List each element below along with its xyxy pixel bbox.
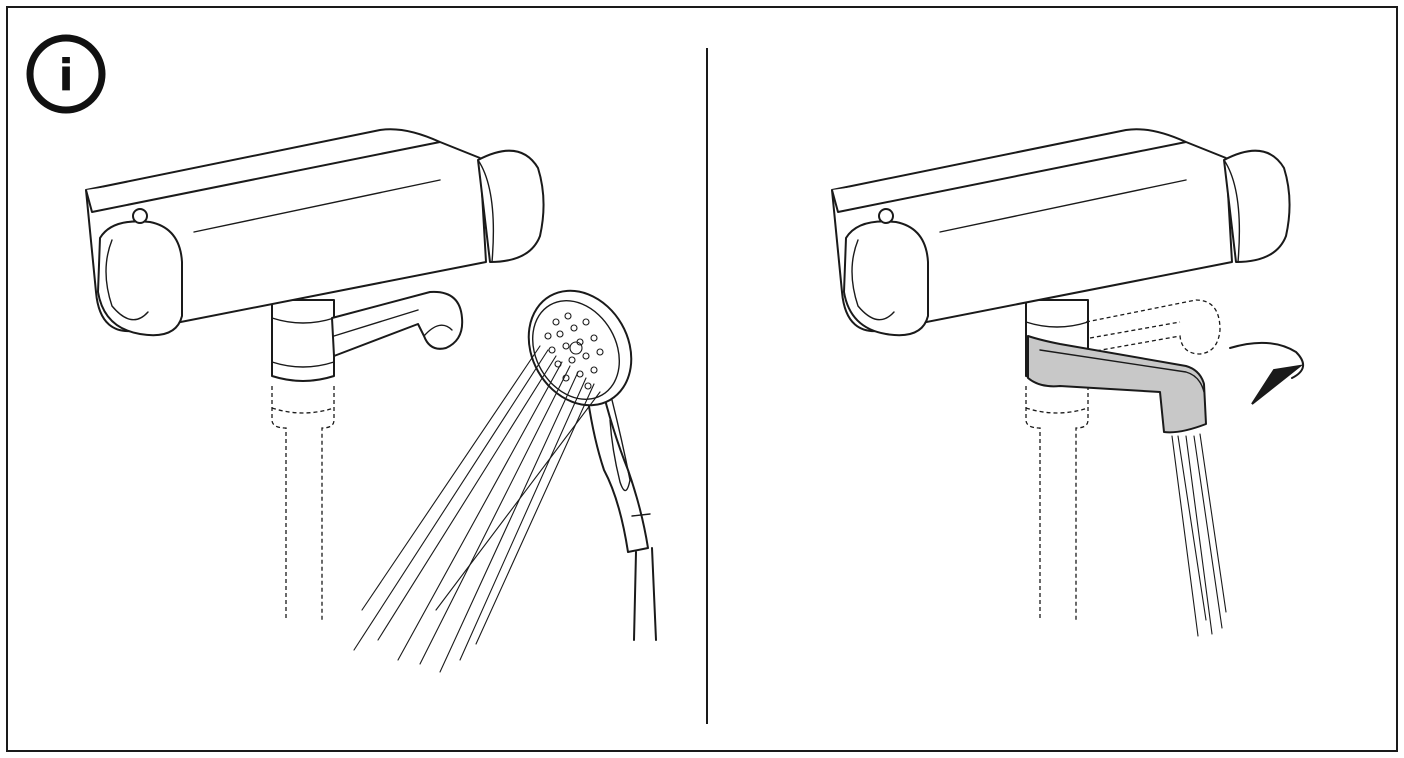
hand-shower: [527, 289, 657, 641]
thermostat-body-left: [85, 128, 545, 337]
hand-shower-spray: [353, 345, 601, 673]
right-panel-spout-mode: [831, 128, 1304, 637]
rotated-spout-highlighted: [1027, 335, 1207, 434]
hidden-pipe-left: [271, 386, 335, 620]
rotation-arrow: [1229, 341, 1304, 405]
info-icon: i: [26, 34, 106, 114]
hidden-pipe-right: [1025, 386, 1089, 620]
left-panel-handshower-mode: [85, 128, 657, 673]
previous-spout-position: [1085, 299, 1221, 355]
outer-border: [6, 6, 1398, 752]
thermostat-body-right: [831, 128, 1291, 337]
spout-water-stream: [1171, 433, 1227, 637]
valve-column-left: [271, 299, 335, 382]
info-glyph: i: [58, 50, 73, 101]
spout-left: [331, 290, 464, 357]
